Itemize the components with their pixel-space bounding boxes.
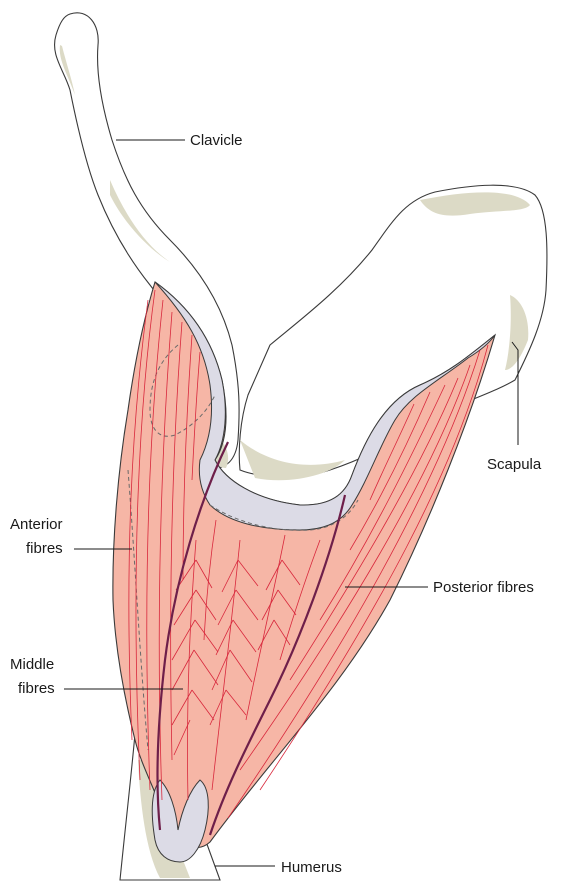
- clavicle-label: Clavicle: [190, 132, 243, 149]
- middle-label-line2: fibres: [18, 680, 55, 697]
- scapula-label: Scapula: [487, 456, 542, 473]
- posterior-label: Posterior fibres: [433, 579, 534, 596]
- middle-label-line1: Middle: [10, 656, 54, 673]
- anterior-label-line2: fibres: [26, 540, 63, 557]
- humerus-label-group: Humerus: [215, 859, 342, 876]
- humerus-label: Humerus: [281, 859, 342, 876]
- anterior-label-line1: Anterior: [10, 516, 63, 533]
- clavicle-label-group: Clavicle: [116, 132, 243, 149]
